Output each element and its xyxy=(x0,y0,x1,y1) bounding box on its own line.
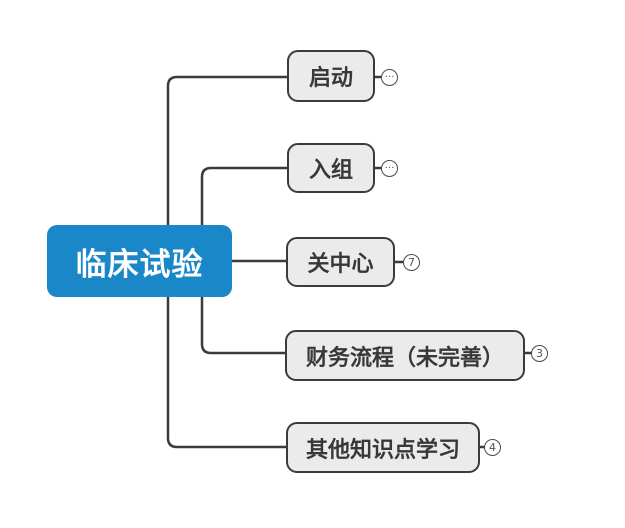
connector-branch-ruzu xyxy=(200,166,289,227)
root-topic-node[interactable]: 临床试验 xyxy=(47,225,232,297)
connector-branch-qidong xyxy=(166,75,289,227)
topic-label: 关中心 xyxy=(307,252,374,277)
count-badge-qita[interactable]: 4 xyxy=(484,439,501,456)
topic-label: 财务流程（未完善） xyxy=(305,345,504,371)
count-badge-number: 7 xyxy=(408,256,415,269)
collapse-badge-qidong[interactable]: … xyxy=(381,69,398,86)
topic-node-qidong[interactable]: 启动 xyxy=(287,50,375,102)
count-badge-number: 3 xyxy=(536,347,543,360)
collapse-badge-dots: … xyxy=(384,160,395,171)
topic-node-ruzu[interactable]: 入组 xyxy=(287,143,375,193)
collapse-badge-ruzu[interactable]: … xyxy=(381,160,398,177)
topic-node-caiwu[interactable]: 财务流程（未完善） xyxy=(285,330,525,381)
connector-branch-qita xyxy=(166,295,288,449)
count-badge-caiwu[interactable]: 3 xyxy=(531,345,548,362)
topic-label: 入组 xyxy=(308,158,353,183)
topic-label: 其他知识点学习 xyxy=(305,437,460,463)
count-badge-number: 4 xyxy=(489,441,496,454)
topic-node-qita[interactable]: 其他知识点学习 xyxy=(286,422,480,473)
root-topic-label: 临床试验 xyxy=(75,246,204,283)
topic-node-guanzhongxin[interactable]: 关中心 xyxy=(286,237,395,287)
collapse-badge-dots: … xyxy=(384,69,395,80)
count-badge-guanzhongxin[interactable]: 7 xyxy=(403,254,420,271)
topic-label: 启动 xyxy=(308,66,353,91)
connector-branch-caiwu xyxy=(200,295,287,355)
